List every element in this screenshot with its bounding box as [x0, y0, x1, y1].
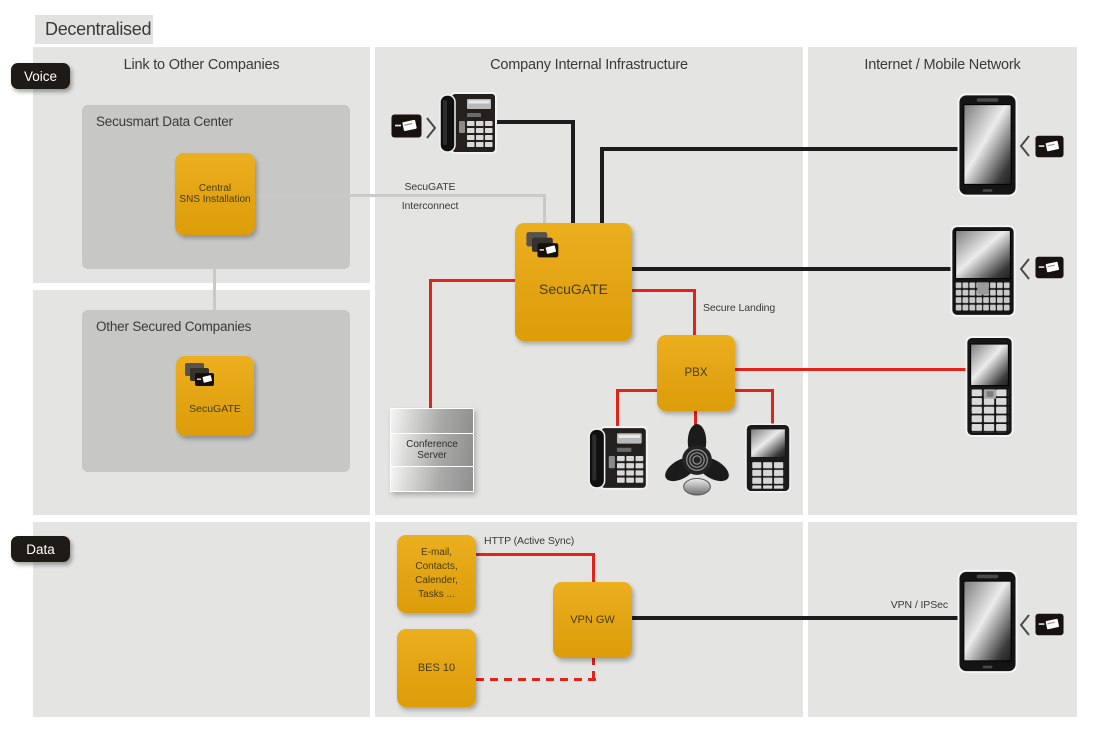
column-header-left: Link to Other Companies: [123, 57, 280, 73]
desk-phone-icon: [438, 90, 498, 161]
column-header-middle: Company Internal Infrastructure: [490, 57, 688, 73]
connector-pbx-to-mobile-h: [734, 389, 774, 392]
security-card-icon: [1035, 256, 1064, 284]
connector-pbx-to-conferencephone: [694, 410, 697, 429]
connector-sns-to-secugate-h: [255, 194, 546, 197]
vpn-gateway-node: VPN GW: [553, 582, 632, 658]
row-label-voice: Voice: [11, 63, 70, 89]
secugate-interconnect-label: SecuGATE Interconnect: [401, 181, 459, 212]
row-label-data: Data: [11, 536, 70, 562]
security-card-icon: [391, 114, 422, 143]
vpn-gateway-label: VPN GW: [570, 614, 615, 626]
connector-datacenter-to-companies: [213, 269, 216, 311]
connector-pbx-to-featurephone: [735, 368, 967, 371]
connector-pbx-to-deskphone-v: [616, 389, 619, 430]
connector-vpngw-to-smartphone: [630, 616, 962, 620]
secugate-main-node: SecuGATE: [515, 223, 632, 341]
secure-landing-label: Secure Landing: [703, 302, 776, 314]
chevron-left-icon: [1019, 613, 1032, 642]
email-services-label: E-mail, Contacts, Calender, Tasks ...: [415, 547, 458, 600]
conference-speakerphone-icon: [661, 423, 733, 502]
page-title: Decentralised: [35, 15, 153, 44]
server-icon: Conference Server: [391, 434, 473, 466]
pbx-node: PBX: [657, 335, 735, 411]
connector-pbx-to-mobile-v: [771, 389, 774, 427]
stacked-secure-phones-icon: [525, 231, 563, 267]
bes10-node: BES 10: [397, 629, 476, 707]
secugate-remote-node: SecuGATE: [176, 356, 254, 436]
central-sns-node: Central SNS Installation: [175, 153, 255, 235]
other-secured-companies-title: Other Secured Companies: [96, 319, 252, 334]
conference-server-label: Conference Server: [406, 439, 458, 461]
vpn-ipsec-label: VPN / IPSec: [890, 599, 948, 611]
connector-bes-to-vpngw-dashed-v: [592, 657, 595, 681]
chevron-right-icon: [424, 116, 437, 145]
server-slab: [391, 467, 473, 491]
keypad-phone-icon: [745, 423, 791, 498]
connector-secugate-to-qwertyphone: [630, 267, 956, 271]
panel-data-left: [33, 522, 370, 717]
pbx-label: PBX: [684, 367, 708, 379]
connector-secugate-to-confserver-h: [429, 279, 516, 282]
connector-email-to-vpngw-h: [476, 553, 595, 556]
connector-secugate-to-smartphone-h: [600, 147, 962, 151]
desk-phone-icon: [587, 424, 649, 497]
chevron-left-icon: [1019, 257, 1032, 286]
connector-deskphone-to-secugate-v: [571, 120, 575, 225]
conference-server: Conference Server: [390, 408, 474, 492]
http-active-sync-label: HTTP (Active Sync): [484, 535, 575, 547]
touchscreen-smartphone-icon: [957, 568, 1018, 680]
connector-bes-to-vpngw-dashed-h: [476, 678, 598, 681]
secugate-main-label: SecuGATE: [539, 281, 608, 297]
security-card-icon: [1035, 613, 1064, 641]
stacked-secure-phones-icon: [184, 362, 218, 395]
qwerty-phone-icon: [950, 222, 1016, 325]
connector-secure-landing-h: [632, 289, 696, 292]
secusmart-data-center-title: Secusmart Data Center: [96, 114, 233, 129]
feature-phone-icon: [965, 333, 1014, 445]
bes10-label: BES 10: [417, 662, 456, 674]
touchscreen-smartphone-icon: [957, 92, 1018, 203]
connector-deskphone-to-secugate-h: [495, 120, 575, 124]
secugate-remote-label: SecuGATE: [189, 403, 241, 415]
security-card-icon: [1035, 135, 1064, 163]
connector-secure-landing-v: [693, 289, 696, 336]
server-slab: [391, 409, 473, 433]
connector-secugate-to-smartphone-v: [600, 147, 604, 225]
panel-voice-right: Internet / Mobile Network: [808, 47, 1077, 515]
connector-pbx-to-deskphone-h: [616, 389, 658, 392]
connector-secugate-to-confserver-v: [429, 279, 432, 409]
chevron-left-icon: [1019, 134, 1032, 163]
connector-sns-to-secugate-v: [543, 194, 546, 224]
email-services-node: E-mail, Contacts, Calender, Tasks ...: [397, 535, 476, 613]
central-sns-label: Central SNS Installation: [179, 183, 251, 205]
column-header-right: Internet / Mobile Network: [864, 57, 1021, 73]
connector-email-to-vpngw-v: [592, 553, 595, 583]
